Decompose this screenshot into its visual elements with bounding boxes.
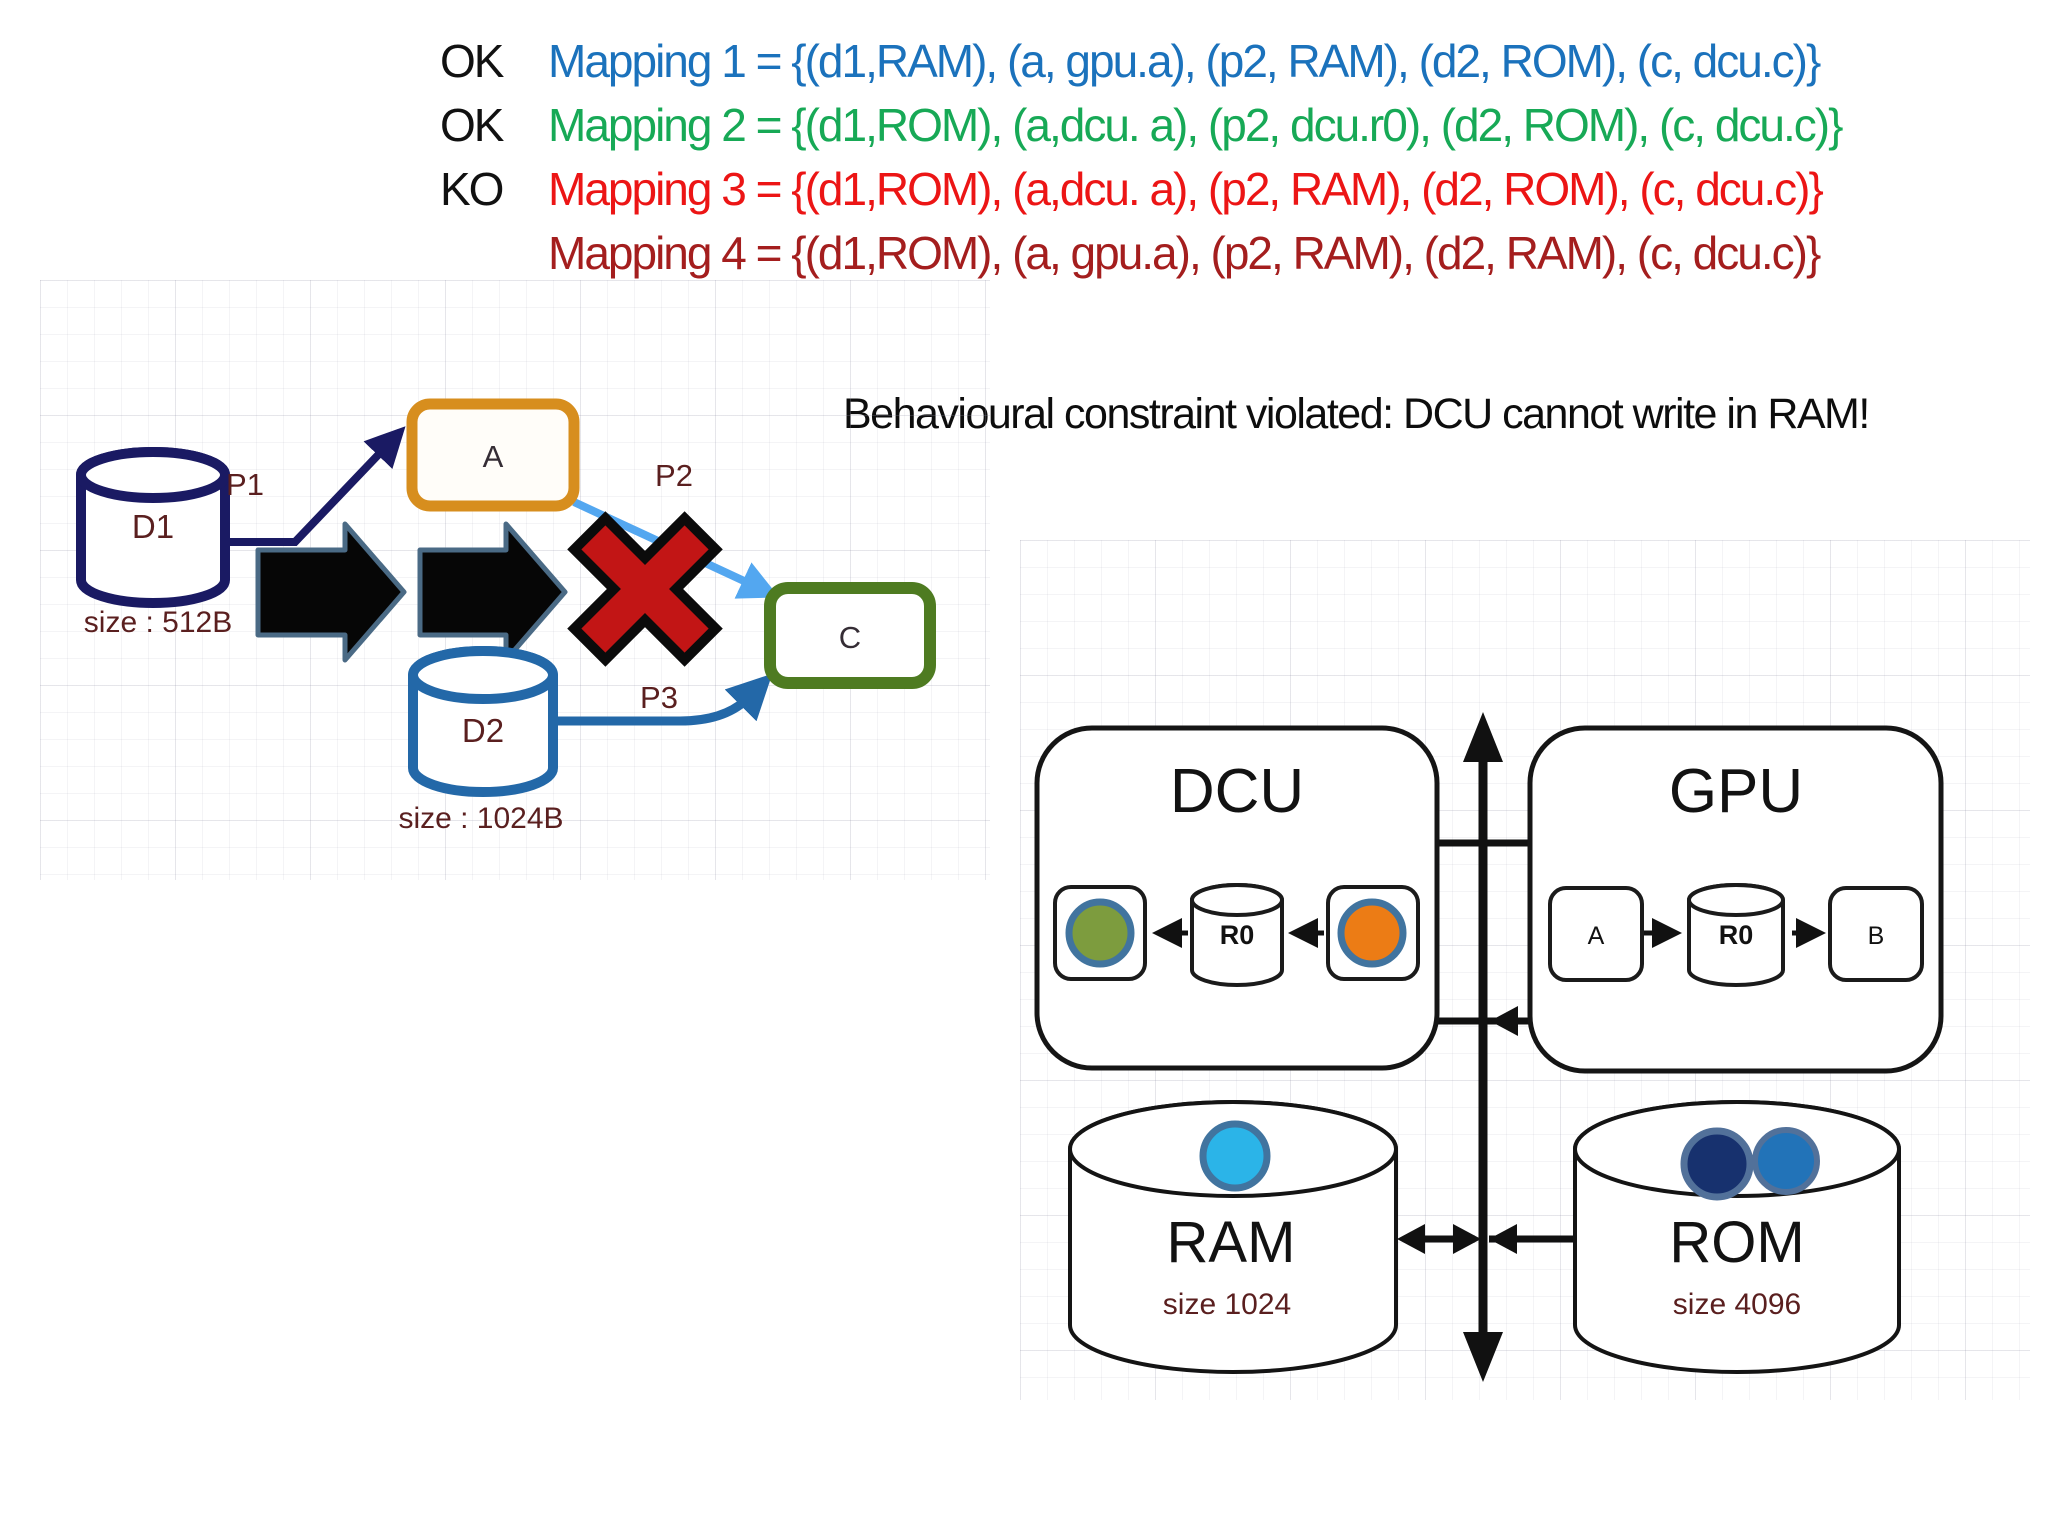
rom-label: ROM [1669, 1210, 1804, 1275]
dataflow-diagram: D1 size : 512B P1 A P2 D2 size : 1024B P… [40, 280, 990, 880]
mapping-3-text: Mapping 3 = {(d1,ROM), (a,dcu. a), (p2, … [548, 163, 1824, 215]
task-a-node: A [406, 398, 580, 512]
dcu-title: DCU [1170, 757, 1304, 826]
ram-bus-arrow [1397, 1224, 1481, 1254]
block-arrow-icon-1 [255, 521, 407, 663]
d1-size-label: size : 512B [84, 606, 232, 639]
p1-label: P1 [226, 467, 264, 502]
gpu-task-a-label: A [1588, 922, 1605, 950]
dcu-orange-dot [1337, 898, 1407, 968]
d2-label: D2 [462, 712, 504, 749]
dcu-green-dot [1065, 898, 1135, 968]
task-a-label: A [483, 439, 504, 474]
edge-p1 [226, 426, 406, 546]
d2-database-cylinder: D2 [408, 646, 558, 797]
gpu-block: GPU A R0 B [1527, 725, 1944, 1074]
task-c-node: C [764, 582, 936, 689]
ram-label: RAM [1167, 1210, 1296, 1275]
system-bus-arrow [1463, 712, 1503, 1382]
mapping-row-4: Mapping 4 = {(d1,ROM), (a, gpu.a), (p2, … [440, 226, 1841, 290]
dcu-register-label: R0 [1220, 920, 1255, 950]
mapping-4-text: Mapping 4 = {(d1,ROM), (a, gpu.a), (p2, … [548, 227, 1821, 279]
gpu-register-label: R0 [1719, 920, 1754, 950]
gpu-task-a-box [1548, 886, 1644, 982]
mapping-row-3: KO Mapping 3 = {(d1,ROM), (a,dcu. a), (p… [440, 162, 1841, 226]
mapping-row-2: OK Mapping 2 = {(d1,ROM), (a,dcu. a), (p… [440, 98, 1843, 162]
mapping-list: OK Mapping 1 = {(d1,RAM), (a, gpu.a), (p… [440, 34, 1843, 290]
p3-label: P3 [640, 680, 678, 715]
block-arrow-icon-2 [417, 521, 568, 663]
cross-icon [567, 511, 723, 667]
gpu-title: GPU [1669, 757, 1803, 826]
ram-size-label: size 1024 [1163, 1288, 1291, 1321]
ram-cyan-dot [1199, 1120, 1271, 1192]
p2-label: P2 [655, 458, 693, 493]
gpu-task-b-box [1828, 886, 1924, 982]
rom-blue-dot [1752, 1127, 1820, 1195]
d1-database-cylinder: D1 [76, 447, 230, 608]
mapping-3-verdict: KO [440, 163, 504, 215]
edge-p3 [553, 673, 773, 726]
mapping-2-text: Mapping 2 = {(d1,ROM), (a,dcu. a), (p2, … [548, 99, 1843, 151]
d2-size-label: size : 1024B [398, 802, 563, 835]
mapping-1-text: Mapping 1 = {(d1,RAM), (a, gpu.a), (p2, … [548, 35, 1821, 87]
gpu-register-cylinder: R0 [1687, 883, 1785, 987]
mapping-2-verdict: OK [440, 99, 504, 151]
dcu-block: DCU R0 [1034, 725, 1440, 1071]
rom-navy-dot [1680, 1127, 1754, 1201]
gpu-task-b-label: B [1868, 922, 1885, 950]
dcu-register-cylinder: R0 [1190, 883, 1284, 987]
constraint-banner: Behavioural constraint violated: DCU can… [843, 390, 1870, 438]
d1-label: D1 [132, 508, 174, 545]
rom-size-label: size 4096 [1673, 1288, 1801, 1321]
architecture-diagram: DCU R0 GPU A R0 B [1020, 540, 2030, 1400]
rom-memory-cylinder: ROM size 4096 [1573, 1100, 1901, 1374]
bus-rom-arrow [1489, 1224, 1576, 1254]
task-c-label: C [839, 620, 861, 655]
ram-memory-cylinder: RAM size 1024 [1068, 1100, 1398, 1374]
mapping-row-1: OK Mapping 1 = {(d1,RAM), (a, gpu.a), (p… [440, 34, 1841, 98]
mapping-1-verdict: OK [440, 35, 504, 87]
